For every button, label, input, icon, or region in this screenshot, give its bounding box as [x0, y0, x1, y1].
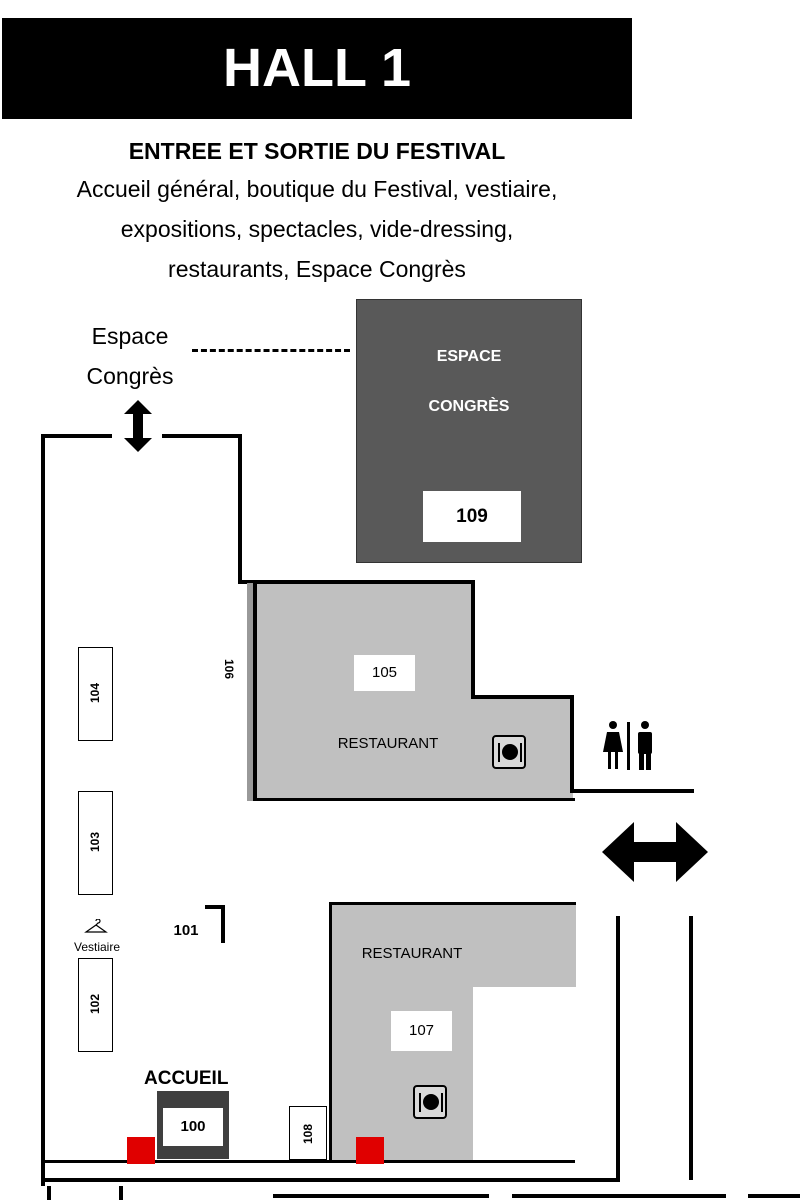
stand-106-strip[interactable]	[247, 583, 253, 801]
double-horizontal-arrow-icon	[602, 822, 708, 882]
wall-stub-3	[273, 1194, 489, 1198]
hall-top-wall-right	[162, 434, 242, 438]
hall-top-wall-left	[41, 434, 112, 438]
wall-stub-4	[512, 1194, 726, 1198]
stand-104-box[interactable]	[78, 647, 113, 741]
wall-stub-2	[119, 1186, 123, 1200]
stand-109-box[interactable]	[423, 491, 521, 542]
entrance-marker-left	[127, 1137, 155, 1164]
hall-left-wall	[41, 434, 45, 1186]
stand-107-label: 107	[408, 1022, 435, 1039]
restaurant-105-left-wall	[253, 583, 257, 801]
stand-109-label: 109	[456, 506, 488, 527]
stand-108-box[interactable]	[289, 1106, 327, 1160]
description-line-2: expositions, spectacles, vide-dressing,	[120, 216, 514, 242]
entrance-marker-right	[356, 1137, 384, 1164]
congress-block-label-1: ESPACE	[436, 348, 502, 365]
stand-102-box[interactable]	[78, 958, 113, 1052]
stand-104-label: 104	[88, 682, 102, 704]
stand-105-box	[354, 655, 415, 691]
restaurant-107-left-wall	[329, 904, 332, 1162]
hanger-icon	[84, 919, 108, 933]
wall-stub-1	[47, 1186, 51, 1200]
stand-108-label: 108	[301, 1123, 315, 1145]
hall-inner-wall	[238, 434, 242, 584]
description-line-1: Accueil général, boutique du Festival, v…	[76, 176, 558, 202]
exit-corridor-left-wall	[616, 916, 620, 1182]
congress-side-label-line-1: Espace	[91, 323, 169, 349]
restaurant-107-label: RESTAURANT	[361, 945, 463, 962]
congress-block-label-2: CONGRÈS	[428, 398, 510, 415]
restroom-icon	[603, 721, 652, 770]
corridor-top-wall	[570, 789, 694, 793]
restaurant-107-cutout	[473, 987, 576, 1162]
hall-title: HALL 1	[222, 38, 412, 98]
restaurant-105-step-wall	[471, 580, 475, 698]
congress-side-label-line-2: Congrès	[86, 363, 174, 389]
stand-101-label: 101	[173, 922, 199, 939]
wall-stub-5	[748, 1194, 800, 1198]
stand-100-label: 100	[180, 1118, 206, 1135]
restaurant-105-step-top	[471, 695, 574, 699]
hall-bottom-inner-wall	[45, 1160, 575, 1163]
stand-105-label: 105	[371, 664, 398, 681]
entrance-title: ENTREE ET SORTIE DU FESTIVAL	[128, 138, 506, 164]
restaurant-105-label: RESTAURANT	[337, 735, 439, 752]
hall-bottom-wall	[41, 1178, 619, 1182]
hall-banner	[2, 18, 632, 119]
restaurant-105-top-wall	[238, 580, 474, 584]
description-line-3: restaurants, Espace Congrès	[168, 256, 466, 282]
stand-101-corner-v	[221, 905, 225, 943]
stand-100-box	[163, 1108, 223, 1146]
stand-102-label: 102	[88, 993, 102, 1015]
stand-101-corner-h	[205, 905, 225, 909]
plate-cutlery-icon	[413, 1085, 447, 1119]
vestiaire-label: Vestiaire	[73, 940, 121, 954]
accueil-label: ACCUEIL	[144, 1068, 229, 1089]
plate-cutlery-icon	[492, 735, 526, 769]
stand-107-box	[391, 1011, 452, 1051]
stand-106-label: 106	[222, 658, 236, 680]
congress-connector-dash	[192, 349, 350, 352]
stand-103-label: 103	[88, 831, 102, 853]
restaurant-107-top-wall	[329, 902, 576, 905]
exit-corridor-right-wall	[689, 916, 693, 1180]
double-vertical-arrow-icon	[124, 400, 152, 452]
congress-side-label: Espace Congrès	[68, 316, 192, 396]
restaurant-105-bottom-wall	[253, 798, 575, 801]
restaurant-105-right-wall	[570, 695, 574, 793]
stand-103-box[interactable]	[78, 791, 113, 895]
